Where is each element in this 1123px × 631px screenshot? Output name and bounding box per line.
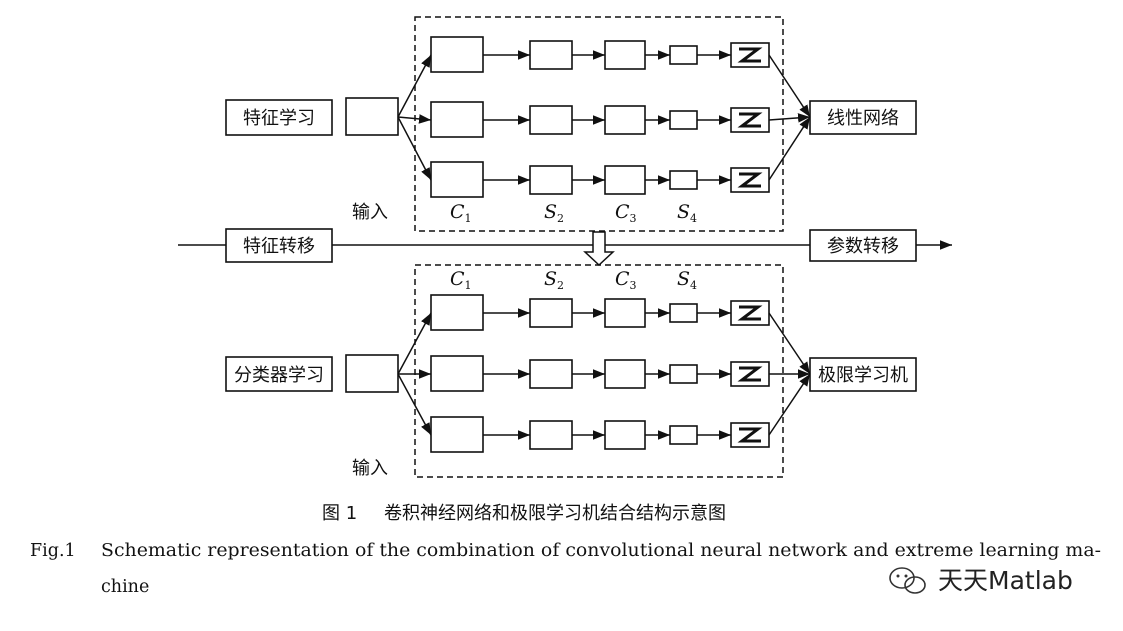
top-row-2-zigzag-icon — [737, 112, 763, 128]
top-row-1-c1-box — [430, 36, 484, 73]
bottom-row-3-merge-arrow — [768, 373, 811, 436]
bottom-row-1-c1-box — [430, 294, 484, 331]
top-row-2-c1-box — [430, 101, 484, 138]
top-row-2-fan-arrow — [397, 114, 432, 124]
top-layer-s2: S2 — [544, 201, 564, 225]
bottom-layer-c3: C3 — [615, 268, 637, 292]
bottom-row-3-c3-box — [604, 420, 646, 450]
bottom-layer-c1: C1 — [450, 268, 472, 292]
top-row-1-s4-box — [669, 45, 698, 65]
top-row-3-merge-arrow — [768, 116, 811, 181]
bottom-layer-s2: S2 — [544, 268, 564, 292]
bottom-row-2-s4-box — [669, 364, 698, 384]
down-arrow-icon — [583, 231, 615, 267]
bottom-row-2-c1-box — [430, 355, 484, 392]
bottom-input-box — [345, 354, 399, 393]
classifier-learning-label: 分类器学习 — [234, 365, 324, 386]
feature-transfer-box — [225, 228, 333, 263]
top-row-1-c3-box — [604, 40, 646, 70]
elm-box — [809, 357, 917, 392]
top-layer-c3: C3 — [615, 201, 637, 225]
top-row-2-s4-box — [669, 110, 698, 130]
bottom-layer-s4: S4 — [677, 268, 697, 292]
top-row-1-merge-arrow — [768, 54, 811, 118]
bottom-row-1-fan-arrow — [397, 312, 432, 375]
top-row-1-fan-arrow — [397, 54, 432, 118]
top-row-1-s2-box — [529, 40, 573, 70]
bottom-row-3-c1-box — [430, 416, 484, 453]
feature-transfer-label: 特征转移 — [243, 236, 315, 257]
bottom-row-3-s4-box — [669, 425, 698, 445]
bottom-input-label: 输入 — [352, 458, 388, 479]
caption-en-line1: Schematic representation of the combinat… — [101, 541, 1101, 561]
top-input-label: 输入 — [352, 202, 388, 223]
bottom-row-1-merge-arrow — [768, 312, 811, 375]
feature-learning-box — [225, 99, 333, 136]
top-input-box — [345, 97, 399, 136]
bottom-row-1-c3-box — [604, 298, 646, 328]
watermark-text: 天天Matlab — [938, 566, 1073, 595]
classifier-learning-box — [225, 356, 333, 392]
elm-label: 极限学习机 — [818, 365, 908, 386]
bottom-row-1-s2-box — [529, 298, 573, 328]
wechat-logo-icon — [889, 567, 926, 594]
bottom-row-3-s2-box — [529, 420, 573, 450]
caption-en-label: Fig.1 — [30, 541, 76, 561]
bottom-row-2-zigzag-icon — [737, 366, 763, 382]
top-layer-c1: C1 — [450, 201, 472, 225]
caption-zh-label: 图 1 — [322, 503, 357, 524]
bottom-row-2-c3-box — [604, 359, 646, 389]
top-row-2-c3-box — [604, 105, 646, 135]
bottom-row-3-zigzag-icon — [737, 427, 763, 443]
top-row-3-zigzag-icon — [737, 172, 763, 188]
pipeline-rows — [397, 36, 811, 453]
top-row-3-s4-box — [669, 170, 698, 190]
parameter-transfer-box — [809, 229, 917, 262]
top-row-3-s2-box — [529, 165, 573, 195]
linear-network-label: 线性网络 — [827, 108, 899, 129]
top-row-3-fan-arrow — [397, 116, 432, 181]
top-row-1-zigzag-icon — [737, 47, 763, 63]
top-layer-s4: S4 — [677, 201, 697, 225]
caption-en-line2: chine — [101, 577, 149, 597]
bottom-row-1-s4-box — [669, 303, 698, 323]
top-row-2-s2-box — [529, 105, 573, 135]
bottom-row-3-fan-arrow — [397, 373, 432, 436]
parameter-transfer-label: 参数转移 — [827, 236, 899, 257]
feature-learning-label: 特征学习 — [243, 108, 315, 129]
top-row-3-c3-box — [604, 165, 646, 195]
bottom-row-2-s2-box — [529, 359, 573, 389]
top-row-3-c1-box — [430, 161, 484, 198]
top-row-2-merge-arrow — [768, 113, 811, 123]
bottom-row-1-zigzag-icon — [737, 305, 763, 321]
caption-zh-text: 卷积神经网络和极限学习机结合结构示意图 — [384, 503, 726, 524]
top-cnn-frame — [414, 16, 784, 232]
